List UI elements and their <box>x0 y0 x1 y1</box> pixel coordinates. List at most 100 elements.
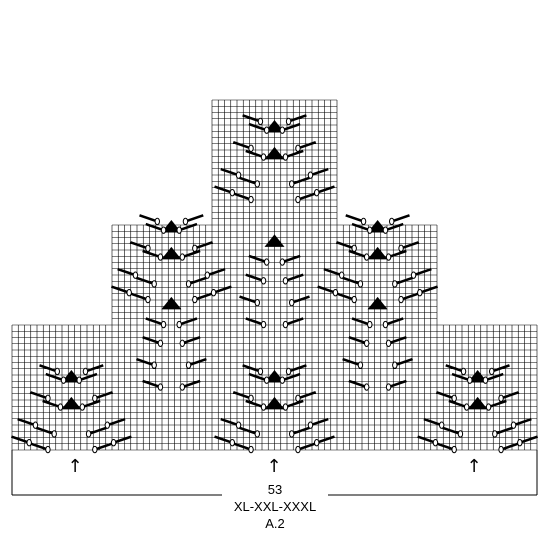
yarn-over-decrease-left-loop <box>26 438 32 447</box>
yarn-over-decrease-right-loop <box>382 320 389 329</box>
yarn-over-decrease-left-loop <box>32 421 39 429</box>
yarn-over-decrease-right-loop <box>285 367 292 376</box>
yarn-over-decrease-right-loop <box>185 361 192 369</box>
yarn-over-decrease-left-loop <box>229 438 236 447</box>
yarn-over-decrease-right-loop <box>289 298 295 307</box>
yarn-over-decrease-left-loop <box>51 430 57 438</box>
double-decrease-triangle <box>264 370 285 383</box>
yarn-over-decrease-right-loop <box>185 280 192 288</box>
double-decrease-triangle <box>264 146 285 160</box>
yarn-over-decrease-left-loop <box>451 445 457 454</box>
double-decrease-triangle <box>61 396 82 410</box>
yarn-over-decrease-left-loop <box>54 367 60 376</box>
yarn-over-decrease-right-loop <box>182 217 189 226</box>
yarn-over-decrease-left-loop <box>154 217 161 226</box>
yarn-over-decrease-right-loop <box>482 376 489 384</box>
yarn-over-decrease-right-loop <box>295 394 301 403</box>
yarn-over-decrease-left-loop <box>160 320 167 329</box>
yarn-over-decrease-left-loop <box>145 295 151 304</box>
double-decrease-triangle <box>264 234 285 247</box>
yarn-over-decrease-right-loop <box>382 226 389 234</box>
yarn-over-decrease-left-loop <box>260 277 267 285</box>
yarn-over-decrease-right-loop <box>204 271 211 279</box>
yarn-over-decrease-left-loop <box>432 438 439 447</box>
yarn-over-decrease-left-loop <box>145 244 151 253</box>
double-decrease-triangle <box>161 246 182 260</box>
yarn-over-decrease-left-loop <box>263 258 270 266</box>
yarn-over-decrease-left-loop <box>367 320 373 329</box>
yarn-over-decrease-left-loop <box>438 421 445 429</box>
double-decrease-triangle <box>264 120 285 133</box>
double-decrease-triangle <box>467 396 488 410</box>
start-arrow-icon: ↑ <box>266 456 281 477</box>
yarn-over-decrease-right-loop <box>279 376 286 384</box>
yarn-over-decrease-left-loop <box>57 403 64 411</box>
yarn-over-decrease-left-loop <box>457 430 464 438</box>
yarn-over-decrease-right-loop <box>314 188 320 197</box>
yarn-over-decrease-right-loop <box>279 258 286 266</box>
double-decrease-triangle <box>161 220 182 233</box>
yarn-over-decrease-left-loop <box>467 376 473 384</box>
yarn-over-decrease-right-loop <box>82 367 89 376</box>
yarn-over-decrease-left-loop <box>357 280 364 288</box>
yarn-over-decrease-right-loop <box>385 253 392 261</box>
yarn-over-decrease-right-loop <box>385 339 392 348</box>
double-decrease-triangle <box>467 370 488 383</box>
yarn-over-decrease-right-loop <box>179 339 186 348</box>
yarn-over-decrease-right-loop <box>110 438 117 447</box>
yarn-over-decrease-right-loop <box>279 126 286 134</box>
yarn-over-decrease-left-loop <box>248 394 254 403</box>
chart-name-label: A.2 <box>265 516 285 531</box>
yarn-over-decrease-right-loop <box>289 180 295 188</box>
yarn-over-decrease-right-loop <box>295 445 301 454</box>
yarn-over-decrease-left-loop <box>132 271 139 279</box>
yarn-over-decrease-left-loop <box>338 271 345 279</box>
yarn-over-decrease-right-loop <box>295 144 301 153</box>
yarn-over-decrease-left-loop <box>351 244 357 253</box>
yarn-over-decrease-right-loop <box>210 288 217 297</box>
yarn-over-decrease-right-loop <box>510 421 517 429</box>
yarn-over-decrease-right-loop <box>498 394 504 403</box>
yarn-over-decrease-left-loop <box>460 367 467 376</box>
yarn-over-decrease-right-loop <box>385 383 392 391</box>
yarn-over-decrease-left-loop <box>357 361 364 369</box>
start-arrow-icon: ↑ <box>67 456 82 477</box>
yarn-over-decrease-right-loop <box>489 367 495 376</box>
yarn-over-decrease-right-loop <box>410 271 417 279</box>
yarn-over-decrease-left-loop <box>157 253 164 261</box>
yarn-over-decrease-left-loop <box>363 253 370 261</box>
yarn-over-decrease-right-loop <box>176 320 182 329</box>
double-decrease-triangle <box>367 220 388 233</box>
yarn-over-decrease-left-loop <box>235 171 242 179</box>
yarn-over-decrease-right-loop <box>192 244 198 253</box>
yarn-over-decrease-right-loop <box>307 421 314 429</box>
yarn-over-decrease-right-loop <box>76 376 82 384</box>
yarn-over-decrease-left-loop <box>360 217 367 226</box>
yarn-over-decrease-left-loop <box>260 153 267 161</box>
yarn-over-decrease-left-loop <box>332 288 339 297</box>
yarn-over-decrease-right-loop <box>314 438 320 447</box>
yarn-over-decrease-left-loop <box>157 339 164 348</box>
yarn-over-decrease-right-loop <box>92 445 98 454</box>
yarn-over-decrease-left-loop <box>257 117 264 126</box>
double-decrease-triangle <box>161 296 182 310</box>
yarn-over-decrease-left-loop <box>126 288 132 297</box>
yarn-over-decrease-right-loop <box>85 430 92 438</box>
yarn-over-decrease-left-loop <box>229 188 236 197</box>
yarn-over-decrease-right-loop <box>282 320 289 329</box>
double-decrease-triangle <box>367 246 388 260</box>
yarn-over-decrease-right-loop <box>282 403 289 411</box>
yarn-over-decrease-left-loop <box>363 383 370 391</box>
yarn-over-decrease-left-loop <box>160 226 167 234</box>
yarn-over-decrease-right-loop <box>389 217 395 226</box>
yarn-over-decrease-right-loop <box>492 430 498 438</box>
yarn-over-decrease-right-loop <box>398 295 404 304</box>
yarn-over-decrease-left-loop <box>248 195 254 204</box>
yarn-over-decrease-right-loop <box>179 253 186 261</box>
yarn-over-decrease-left-loop <box>235 421 242 429</box>
yarn-over-decrease-left-loop <box>248 144 254 153</box>
yarn-over-decrease-left-loop <box>260 403 267 411</box>
yarn-over-decrease-left-loop <box>45 445 51 454</box>
yarn-over-decrease-left-loop <box>263 126 270 134</box>
